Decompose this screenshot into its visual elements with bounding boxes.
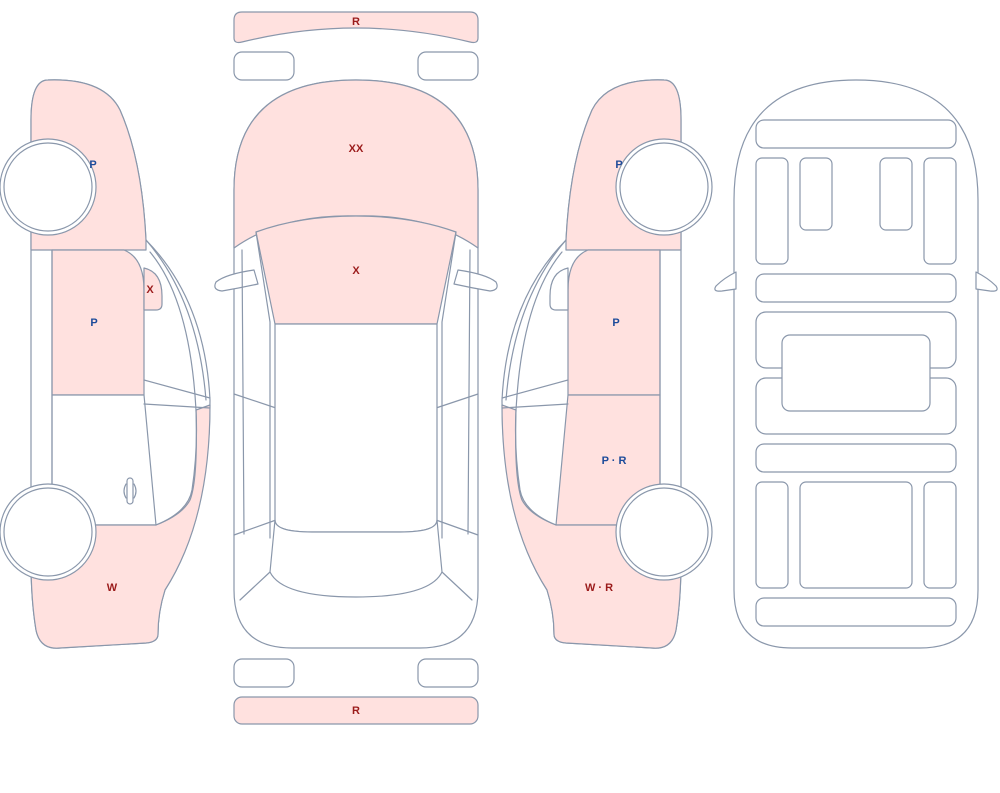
driver-seat[interactable] (799, 157, 833, 231)
right-rear-wheel[interactable] (619, 487, 709, 577)
trunk-floor[interactable] (755, 597, 957, 627)
right-headlight[interactable] (417, 51, 479, 81)
left-taillight[interactable] (233, 658, 295, 688)
rear-seat[interactable] (799, 481, 913, 589)
left-mirror-label: X (146, 284, 154, 296)
right-front-panel[interactable] (923, 157, 957, 265)
left-rear-panel[interactable] (755, 481, 789, 589)
top-left-mirror[interactable] (214, 269, 259, 292)
right-rear-quarter[interactable] (501, 404, 682, 649)
left-front-door-label: P (90, 317, 97, 329)
right-mirror[interactable] (549, 267, 569, 311)
right-front-wheel[interactable] (619, 142, 709, 232)
right-front-door[interactable] (567, 249, 661, 396)
windshield-label: X (352, 265, 360, 277)
left-headlight[interactable] (233, 51, 295, 81)
center-console[interactable] (781, 334, 931, 412)
windshield[interactable] (255, 215, 457, 325)
right-rear-door-label: P · R (602, 455, 627, 467)
interior-right-mirror[interactable] (975, 271, 998, 292)
rear-bumper-label: R (352, 705, 360, 717)
interior-view (714, 79, 998, 649)
front-bumper-label: R (352, 16, 360, 28)
rear-bumper[interactable] (233, 696, 479, 725)
dashboard[interactable] (755, 119, 957, 149)
hood-label: XX (349, 143, 364, 155)
right-rear-quarter-label: W · R (585, 582, 613, 594)
right-rear-panel[interactable] (923, 481, 957, 589)
left-side-view: P P X W (0, 79, 211, 649)
left-front-door[interactable] (51, 249, 145, 396)
interior-left-mirror[interactable] (714, 271, 737, 292)
left-front-fender-label: P (89, 159, 96, 171)
left-rear-quarter-label: W (107, 582, 118, 594)
left-front-wheel[interactable] (3, 142, 93, 232)
left-door-handle[interactable] (126, 477, 134, 505)
passenger-seat[interactable] (879, 157, 913, 231)
roof[interactable] (274, 323, 438, 533)
top-right-mirror[interactable] (453, 269, 498, 292)
left-rear-wheel[interactable] (3, 487, 93, 577)
front-crossbar[interactable] (755, 273, 957, 303)
left-rear-quarter[interactable] (30, 404, 211, 649)
left-mirror[interactable] (143, 267, 163, 311)
rear-window[interactable] (269, 519, 443, 598)
front-bumper[interactable] (233, 11, 479, 44)
left-front-panel[interactable] (755, 157, 789, 265)
top-view: R XX X R (214, 11, 498, 725)
right-taillight[interactable] (417, 658, 479, 688)
right-front-fender-label: P (615, 159, 622, 171)
rear-crossbar[interactable] (755, 443, 957, 473)
right-side-view: P P P · R W · R (501, 79, 713, 649)
right-front-door-label: P (612, 317, 619, 329)
